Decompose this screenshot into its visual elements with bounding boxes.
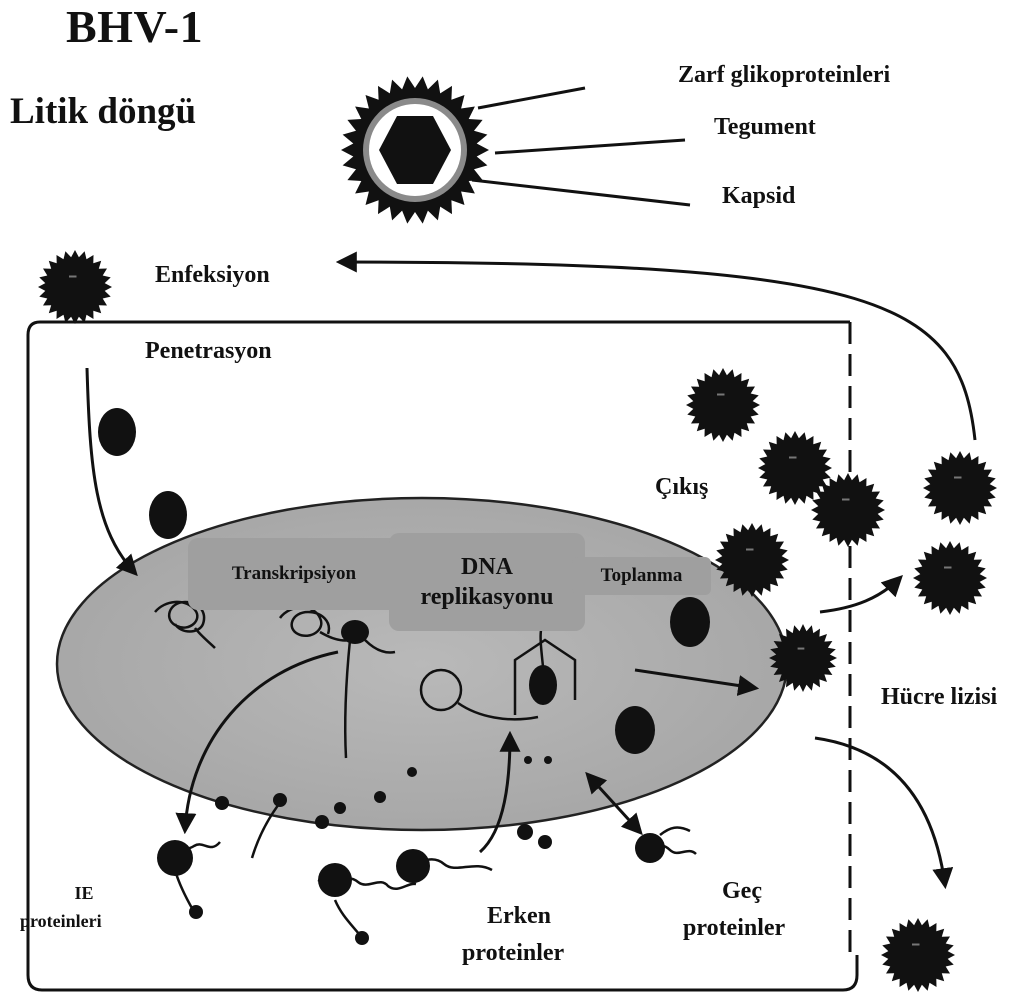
- early-proteins-label-line1: Erken: [487, 903, 551, 929]
- protein-dot-7: [407, 767, 417, 777]
- protein-dot-10: [538, 835, 552, 849]
- replicating-capsid: [529, 665, 557, 705]
- infection-label: Enfeksiyon: [155, 262, 270, 288]
- penetration-label: Penetrasyon: [145, 338, 272, 364]
- transcription-box: Transkripsiyon: [188, 538, 400, 610]
- diagram-title: BHV-1: [66, 2, 203, 53]
- attaching-virion-icon: [38, 250, 112, 324]
- protein-dot-3: [273, 793, 287, 807]
- exiting-virion-icon-3: [811, 473, 885, 547]
- lysis-virion-icon: [881, 918, 955, 992]
- transcription-label: Transkripsiyon: [232, 562, 356, 586]
- budding-virion-icon: [769, 624, 837, 692]
- infection-arrow: [340, 262, 975, 440]
- assembly-box: Toplanma: [572, 557, 711, 595]
- capsid-leader-line: [472, 180, 690, 205]
- protein-dot-6: [374, 791, 386, 803]
- ie-proteins-label-line2: proteinleri: [20, 912, 102, 932]
- ribosome-2: [318, 863, 352, 897]
- ribosome-3: [396, 849, 430, 883]
- assembly-label: Toplanma: [601, 564, 683, 588]
- released-virion-icon-1: [923, 451, 997, 525]
- ie-proteins-label-line1: IE: [44, 884, 124, 904]
- protein-dot-5: [334, 802, 346, 814]
- envelope-leader-line: [478, 88, 585, 108]
- exit-label: Çıkış: [655, 474, 708, 500]
- ribosome-1: [157, 840, 193, 876]
- released-virion-icon-2: [913, 541, 987, 615]
- capsid-label: Kapsid: [722, 183, 795, 209]
- incoming-capsid-1: [98, 408, 136, 456]
- virion-icon: [341, 76, 489, 223]
- protein-dot-8: [355, 931, 369, 945]
- protein-dot-12: [524, 756, 532, 764]
- early-proteins-label-line2: proteinler: [462, 940, 564, 966]
- tegument-label: Tegument: [714, 114, 816, 140]
- late-proteins-label-line1: Geç: [722, 878, 762, 904]
- incoming-capsid-2: [149, 491, 187, 539]
- protein-dot-4: [315, 815, 329, 829]
- cell-lysis-arrow: [815, 738, 945, 885]
- protein-dot-11: [544, 756, 552, 764]
- protein-dot-9: [517, 824, 533, 840]
- exiting-virion-icon-4: [715, 523, 789, 597]
- transcription-complex: [341, 620, 369, 644]
- diagram-subtitle: Litik döngü: [10, 92, 196, 133]
- capsid-in-nucleus-1: [670, 597, 710, 647]
- ribosome-4: [635, 833, 665, 863]
- dna-replication-label-line1: DNA: [461, 552, 513, 582]
- exiting-virion-icon-1: [686, 368, 760, 442]
- late-proteins-label-line2: proteinler: [683, 915, 785, 941]
- dna-replication-label-line2: replikasyonu: [421, 582, 554, 612]
- protein-dot-2: [215, 796, 229, 810]
- dna-replication-box: DNA replikasyonu: [389, 533, 585, 631]
- envelope-glycoproteins-label: Zarf glikoproteinleri: [678, 62, 890, 88]
- protein-dot-1: [189, 905, 203, 919]
- exit-arrow: [820, 578, 900, 612]
- capsid-in-nucleus-2: [615, 706, 655, 754]
- tegument-leader-line: [495, 140, 685, 153]
- penetration-arrow: [87, 368, 135, 573]
- cell-lysis-label: Hücre lizisi: [881, 684, 997, 710]
